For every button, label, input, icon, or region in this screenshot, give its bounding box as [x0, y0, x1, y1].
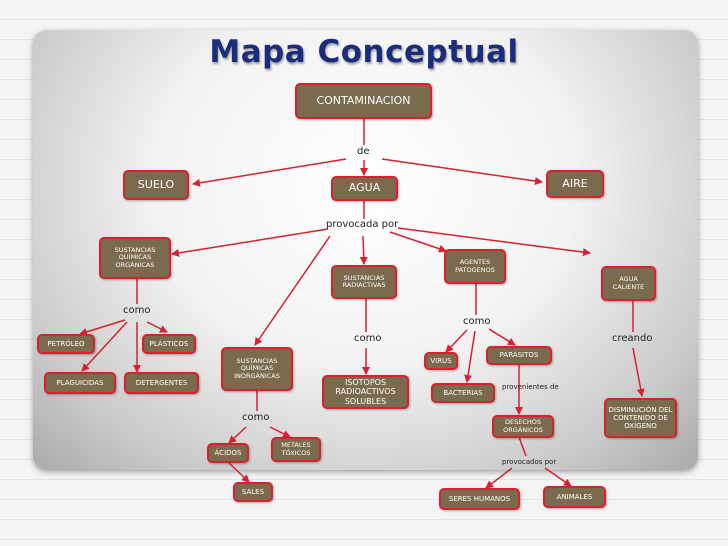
node-disminucion-oxigeno: DISMINUCIÓN DEL CONTENIDO DE OXÍGENO	[604, 398, 677, 438]
edge-como-bacterias	[464, 330, 476, 383]
page-title: Mapa Conceptual	[209, 34, 519, 70]
node-agentes-patogenos: AGENTES PATOGENOS	[444, 249, 506, 284]
edge-como-plaguicidas	[81, 321, 128, 372]
node-plasticos: PLÁSTICOS	[142, 334, 196, 354]
edge-como-parasitos	[488, 328, 516, 346]
link-como-radiactivas: como	[354, 333, 382, 344]
edge-prov-patogenos	[389, 231, 447, 253]
node-animales: ANIMALES	[543, 486, 606, 508]
edge-acidos-sales	[228, 462, 250, 483]
node-aire: AIRE	[546, 170, 604, 198]
edge-provocados-animales	[544, 467, 572, 487]
node-parasitos: PARÁSITOS	[486, 346, 552, 365]
node-virus: VIRUS	[424, 352, 458, 370]
node-metales-toxicos: METALES TÓXICOS	[271, 437, 321, 462]
link-provocada-por: provocada por	[326, 219, 399, 230]
edge-como-metales	[269, 426, 291, 438]
node-acidos: ÁCIDOS	[207, 443, 249, 463]
node-agua: AGUA	[331, 176, 398, 201]
edge-prov-inorganicas	[254, 235, 331, 346]
edge-de-suelo	[192, 158, 347, 187]
node-detergentes: DETERGENTES	[124, 372, 199, 394]
edge-provocados-seres	[485, 467, 513, 489]
node-desechos-organicos: DESECHOS ORGÁNICOS	[492, 415, 554, 438]
node-sales: SALES	[233, 482, 273, 502]
link-provocados-por: provocados por	[502, 458, 557, 466]
node-suelo: SUELO	[123, 170, 189, 200]
link-como-patogenos: como	[463, 316, 491, 327]
edge-prov-caliente	[397, 227, 591, 257]
link-como-organicas: como	[123, 305, 151, 316]
node-sustancias-radiactivas: SUSTANCIAS RADIACTIVAS	[331, 265, 397, 299]
node-plaguicidas: PLAGUICIDAS	[44, 372, 116, 394]
node-seres-humanos: SERES HUMANOS	[439, 488, 520, 510]
node-agua-caliente: AGUA CALIENTE	[601, 266, 656, 301]
node-contaminacion: CONTAMINACION	[295, 83, 432, 119]
node-petroleo: PETRÓLEO	[37, 334, 95, 354]
edge-de-aire	[381, 158, 543, 185]
edge-como-virus	[445, 329, 468, 353]
link-creando: creando	[612, 333, 653, 344]
edge-como-petroleo	[79, 319, 126, 336]
edge-como-acidos	[228, 426, 247, 444]
edge-creando-disminucion	[632, 347, 645, 397]
edge-prov-organicas	[171, 228, 329, 257]
link-como-inorganicas: como	[242, 412, 270, 423]
node-sustancias-quimicas-organicas: SUSTANCIAS QUÍMICAS ORGÁNICAS	[99, 237, 171, 279]
node-sustancias-quimicas-inorganicas: SUSTANCIAS QUÍMICAS INORGÁNICAS	[221, 347, 293, 391]
edge-desechos-provocados	[518, 436, 527, 457]
node-bacterias: BACTERIAS	[431, 383, 495, 403]
link-provenientes-de: provenientes de	[502, 383, 559, 391]
edge-como-plasticos	[146, 321, 168, 333]
edge-prov-radiactivas	[359, 235, 368, 265]
node-isotopos: ISOTOPOS RADIOACTIVOS SOLUBLES	[322, 375, 409, 409]
link-de: de	[357, 146, 370, 157]
